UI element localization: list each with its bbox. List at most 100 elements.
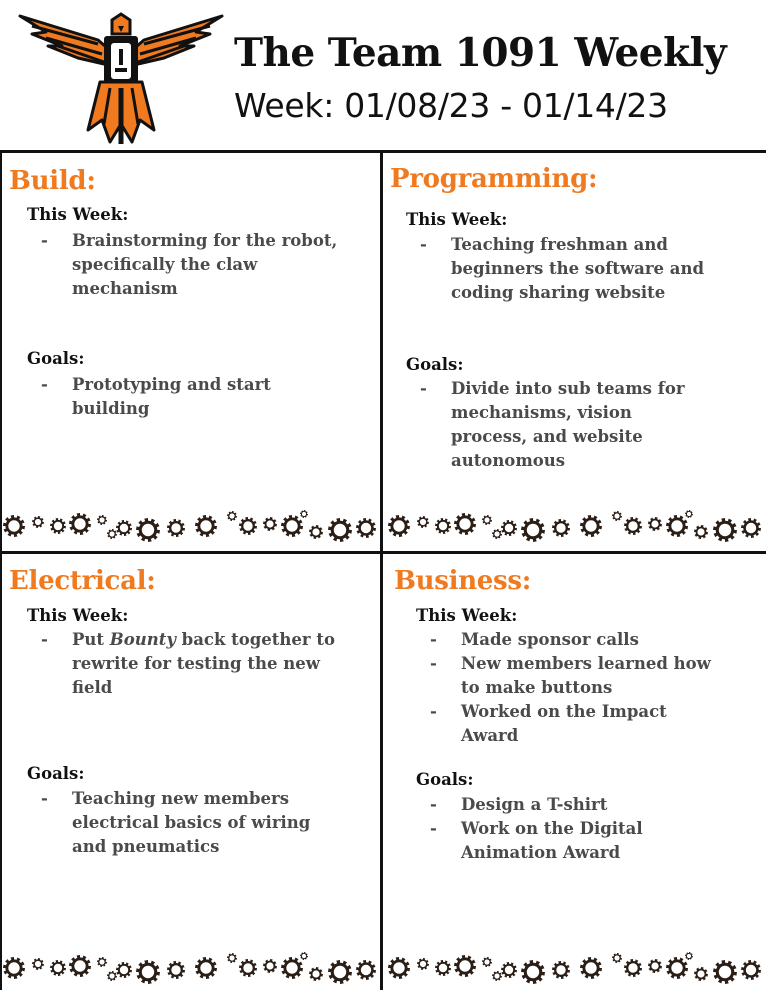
left-border: [0, 152, 2, 990]
gear-hole: [614, 955, 620, 961]
column-divider: [380, 150, 383, 990]
business-this-week-list: - Made sponsor calls - New members learn…: [416, 628, 766, 748]
gear-hole: [745, 964, 757, 976]
gear-hole: [628, 521, 638, 531]
gear-chain-icon: [388, 952, 761, 984]
business-goals-label: Goals:: [416, 770, 474, 789]
gear-hole: [419, 518, 427, 526]
electrical-goals-label: Goals:: [27, 764, 85, 783]
gear-hole: [301, 953, 307, 959]
header-divider: [0, 150, 766, 153]
gear-hole: [718, 965, 732, 979]
gear-hole: [141, 965, 155, 979]
gear-hole: [697, 528, 705, 536]
gear-hole: [119, 965, 129, 975]
gear-hole: [266, 520, 274, 528]
gear-hole: [484, 517, 490, 523]
gear-hole: [34, 518, 42, 526]
business-heading: Business:: [394, 566, 532, 596]
electrical-goals-list: - Teaching new members electrical basics…: [27, 787, 377, 859]
robot-name: Bounty: [109, 630, 176, 649]
newsletter-header: The Team 1091 Weekly Week: 01/08/23 - 01…: [0, 0, 766, 152]
electrical-heading: Electrical:: [9, 566, 156, 596]
business-goals-list: - Design a T-shirt - Work on the Digital…: [416, 793, 766, 865]
gear-hole: [200, 520, 212, 532]
list-item: - Brainstorming for the robot, specifica…: [41, 231, 338, 298]
gear-hole: [53, 963, 63, 973]
gear-hole: [360, 522, 372, 534]
list-item: - Prototyping and start building: [41, 375, 271, 418]
business-this-week-label: This Week:: [416, 606, 518, 625]
gear-hole: [686, 953, 692, 959]
gear-hole: [286, 962, 298, 974]
gear-hole: [53, 521, 63, 531]
gear-hole: [697, 970, 705, 978]
gear-hole: [141, 523, 155, 537]
gear-hole: [745, 522, 757, 534]
gear-hole: [301, 511, 307, 517]
list-item: - Worked on the Impact Award: [430, 702, 667, 745]
gear-hole: [585, 520, 597, 532]
gear-hole: [74, 960, 86, 972]
gear-hole: [171, 523, 181, 533]
build-this-week-list: - Brainstorming for the robot, specifica…: [27, 229, 377, 301]
gear-hole: [109, 531, 115, 537]
gear-hole: [312, 528, 320, 536]
gear-hole: [99, 517, 105, 523]
list-item: - Teaching freshman and beginners the so…: [420, 235, 704, 302]
gear-hole: [74, 518, 86, 530]
programming-this-week-list: - Teaching freshman and beginners the so…: [406, 233, 766, 305]
gear-hole: [718, 523, 732, 537]
gear-hole: [229, 513, 235, 519]
gear-hole: [312, 970, 320, 978]
build-goals-list: - Prototyping and start building: [27, 373, 377, 421]
gear-hole: [614, 513, 620, 519]
gear-hole: [671, 962, 683, 974]
hawk-robot-logo-icon: [18, 12, 224, 144]
build-heading: Build:: [9, 166, 96, 196]
week-range: Week: 01/08/23 - 01/14/23: [234, 86, 668, 125]
programming-this-week-label: This Week:: [406, 210, 508, 229]
gear-hole: [8, 962, 20, 974]
gear-hole: [438, 963, 448, 973]
gear-hole: [200, 962, 212, 974]
gear-hole: [556, 965, 566, 975]
gear-chain-icon: [388, 510, 761, 542]
gear-hole: [119, 523, 129, 533]
programming-goals-list: - Divide into sub teams for mechanisms, …: [406, 377, 766, 473]
gear-hole: [8, 520, 20, 532]
gear-hole: [484, 959, 490, 965]
gear-hole: [686, 511, 692, 517]
middle-divider: [0, 551, 766, 554]
gear-hole: [419, 960, 427, 968]
gear-hole: [286, 520, 298, 532]
list-item: - Design a T-shirt: [430, 795, 608, 814]
list-item: - Made sponsor calls: [430, 630, 639, 649]
list-item: - New members learned how to make button…: [430, 654, 711, 697]
newsletter-title: The Team 1091 Weekly: [234, 30, 727, 76]
gear-hole: [99, 959, 105, 965]
list-item: - Divide into sub teams for mechanisms, …: [420, 379, 685, 470]
gear-hole: [494, 973, 500, 979]
gear-hole: [526, 965, 540, 979]
gear-hole: [438, 521, 448, 531]
gear-hole: [459, 518, 471, 530]
gear-hole: [243, 963, 253, 973]
gear-hole: [671, 520, 683, 532]
build-this-week-label: This Week:: [27, 205, 129, 224]
gear-chain-icon: [3, 510, 376, 542]
gear-chain-icon: [3, 952, 376, 984]
programming-heading: Programming:: [390, 164, 598, 194]
list-item: - Put Bounty back together to rewrite fo…: [41, 630, 335, 697]
gear-hole: [504, 523, 514, 533]
gear-hole: [504, 965, 514, 975]
gear-hole: [229, 955, 235, 961]
programming-goals-label: Goals:: [406, 355, 464, 374]
list-item: - Teaching new members electrical basics…: [41, 789, 311, 856]
gear-hole: [34, 960, 42, 968]
gear-hole: [651, 520, 659, 528]
gear-hole: [333, 523, 347, 537]
gear-hole: [171, 965, 181, 975]
gear-hole: [556, 523, 566, 533]
gear-hole: [494, 531, 500, 537]
